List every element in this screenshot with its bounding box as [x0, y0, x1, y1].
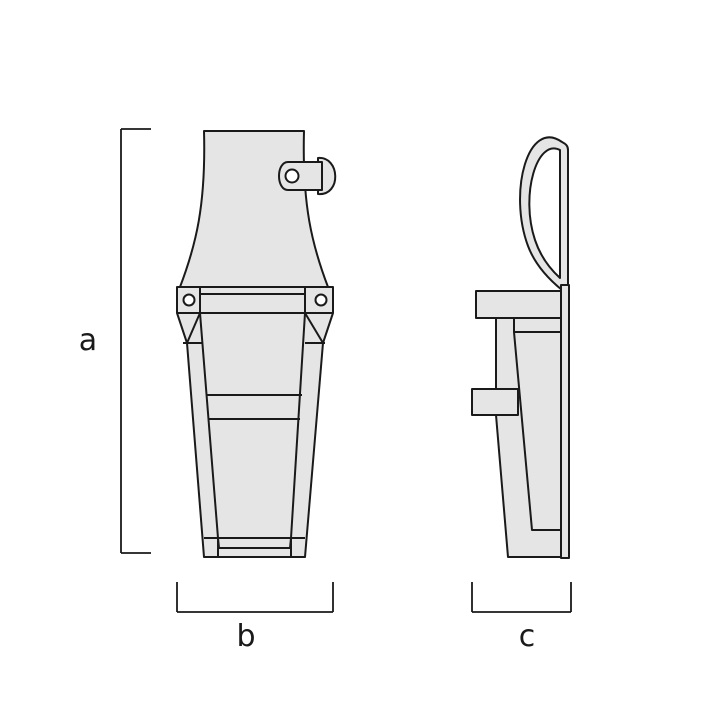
dimension-b-label: b [236, 619, 256, 654]
rivet-icon [284, 168, 300, 184]
dimension-a-label: a [78, 323, 98, 358]
front-view [176, 130, 337, 558]
dimension-c-bracket [471, 582, 572, 613]
dimension-c-label: c [518, 619, 536, 654]
dimension-b-bracket [176, 582, 334, 613]
side-view [471, 136, 570, 559]
belt-loop-inner [528, 147, 561, 279]
back-flap [179, 130, 329, 288]
middle-tab [471, 388, 519, 416]
front-pocket-inner [199, 312, 306, 549]
back-panel [560, 284, 570, 559]
rivet-icon [314, 293, 328, 307]
rivet-icon [182, 293, 196, 307]
top-flap-block [475, 290, 562, 319]
dimension-a-bracket [120, 128, 151, 554]
side-body [495, 317, 562, 558]
